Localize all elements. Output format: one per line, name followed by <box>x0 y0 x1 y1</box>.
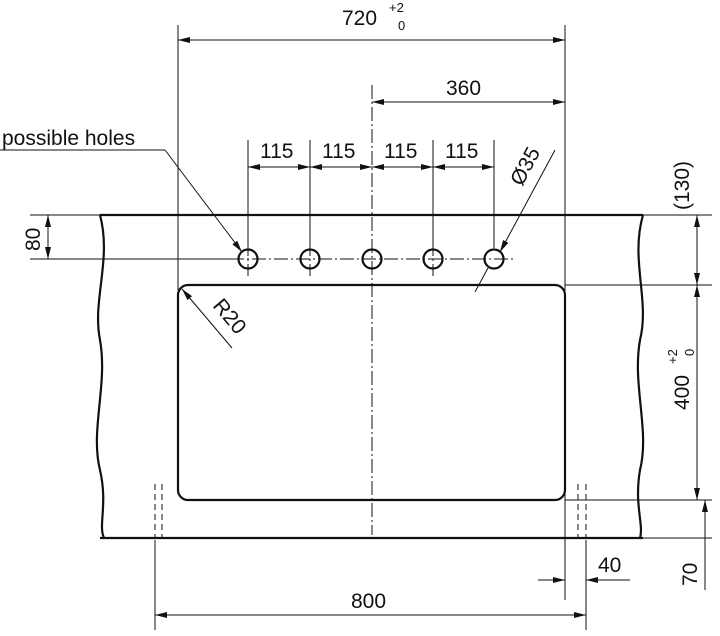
dim-720-value: 720 <box>342 7 377 30</box>
dim-115-2: 115 <box>322 140 355 163</box>
leader-diameter <box>499 149 556 253</box>
hole-2 <box>299 248 321 270</box>
dim-400-tol-upper: +2 <box>665 349 680 364</box>
dim-diameter: Ø35 <box>506 143 545 189</box>
hole-4 <box>422 248 444 270</box>
dim-800: 800 <box>351 590 386 613</box>
dim-130: (130) <box>671 161 694 210</box>
dimension-lines <box>45 37 708 618</box>
countertop-outline <box>95 213 645 540</box>
dim-70: 70 <box>679 563 702 586</box>
dim-radius: R20 <box>208 294 250 338</box>
dim-40: 40 <box>598 554 621 577</box>
leader-radius <box>181 288 233 349</box>
dimension-texts: 720 +2 0 360 115 115 115 115 possible ho… <box>2 0 702 613</box>
leader-diameter-tail <box>474 267 489 293</box>
hole-3 <box>361 248 383 270</box>
dim-80: 80 <box>22 228 45 251</box>
leader-possible-holes <box>164 149 243 253</box>
extension-lines <box>30 25 712 630</box>
dim-115-4: 115 <box>445 140 478 163</box>
leaders <box>0 149 556 349</box>
cabinet-sides-hidden <box>154 484 587 538</box>
dim-400-value: 400 <box>671 375 694 410</box>
dim-720-tol-lower: 0 <box>398 18 405 33</box>
hole-5 <box>483 248 505 270</box>
dim-720-tol-upper: +2 <box>389 0 404 15</box>
dim-400-tol-lower: 0 <box>682 349 697 356</box>
possible-holes <box>237 248 505 270</box>
label-possible-holes: possible holes <box>2 127 135 150</box>
dim-115-1: 115 <box>260 140 293 163</box>
dim-115-3: 115 <box>384 140 417 163</box>
dim-360: 360 <box>446 77 481 100</box>
